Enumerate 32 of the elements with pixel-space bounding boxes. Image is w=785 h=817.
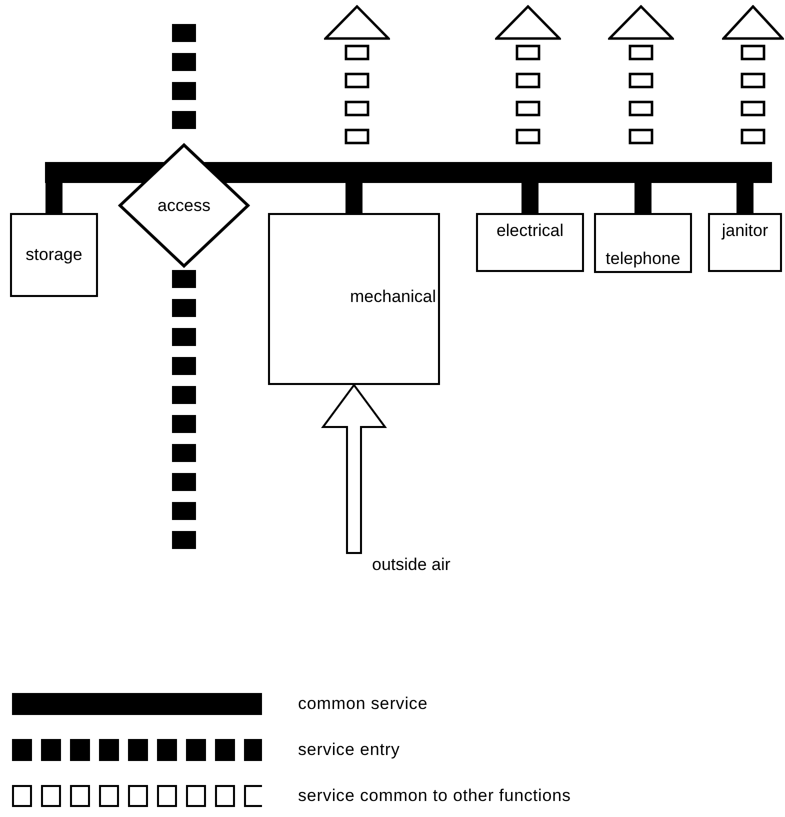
other-functions-connector — [740, 44, 766, 144]
node-label: janitor — [722, 221, 768, 241]
other-functions-connector — [516, 44, 540, 144]
triangle-marker — [324, 5, 390, 40]
common-service-connector — [634, 183, 652, 213]
room-box — [476, 213, 584, 272]
node-label: mechanical — [350, 287, 436, 307]
node-label: access — [158, 196, 210, 216]
node-label: outside air — [372, 555, 450, 575]
room-box — [268, 213, 440, 385]
service-entry-connector — [172, 24, 196, 129]
triangle-marker — [495, 5, 561, 40]
service-entry-connector — [172, 270, 196, 549]
node-label: storage — [26, 245, 82, 265]
legend-label: service common to other functions — [298, 785, 571, 808]
common-service-connector — [346, 183, 362, 213]
legend-label: service entry — [298, 739, 400, 762]
common-service-connector — [736, 183, 754, 213]
room-box — [708, 213, 782, 272]
other-functions-connector — [628, 44, 654, 144]
common-service-connector — [46, 183, 62, 213]
common-service-bar — [45, 162, 772, 183]
legend-label: common service — [298, 693, 428, 716]
node-label: telephone — [606, 249, 680, 269]
node-label: electrical — [496, 221, 564, 241]
room-box — [594, 213, 692, 273]
other-functions-connector — [344, 44, 370, 144]
block-arrow — [321, 383, 387, 554]
common-service-connector — [522, 183, 538, 213]
triangle-marker — [608, 5, 674, 40]
room-box — [10, 213, 98, 297]
triangle-marker — [722, 5, 784, 40]
